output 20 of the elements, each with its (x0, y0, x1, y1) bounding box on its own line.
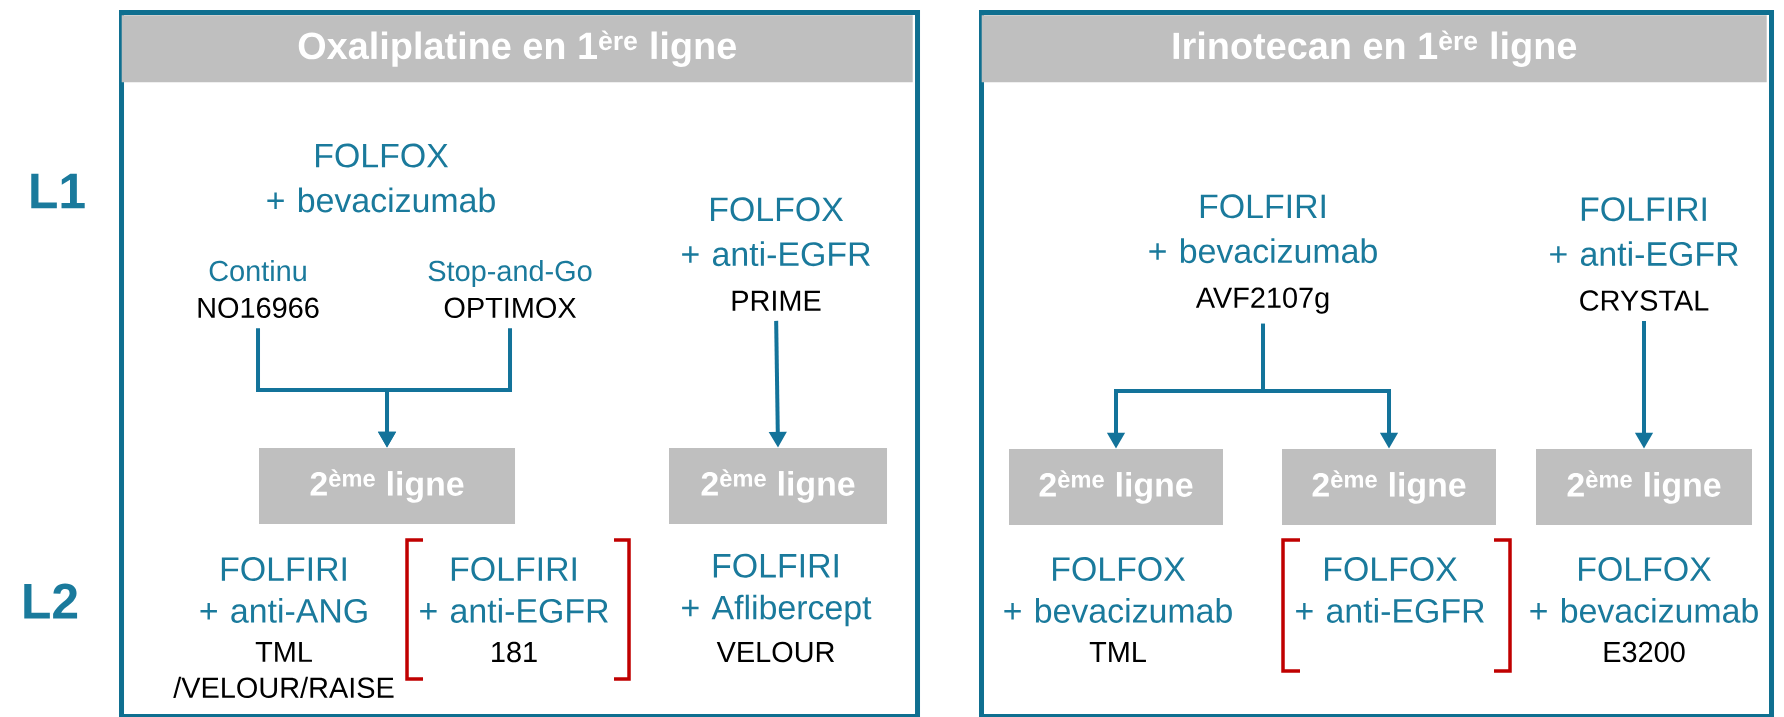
row-label: L1 (31, 173, 85, 209)
row-label: L2 (24, 583, 78, 619)
regimen-text: FOLFIRI + anti-ANG (200, 557, 367, 623)
regimen-text: FOLFOX + bevacizumab (1004, 557, 1232, 623)
trial-name: TML /VELOUR/RAISE (173, 642, 394, 698)
trial-name: 181 (492, 641, 537, 663)
trial-name: TML (1089, 642, 1146, 662)
trial-name: VELOUR (716, 641, 835, 663)
regimen-text: Stop-and-Go OPTIMOX (428, 259, 592, 319)
regimen-text: FOLFIRI + bevacizumab AVF2107g (1149, 194, 1377, 314)
header-band: Irinotecan en 1$^{ère}$ ligne (981, 15, 1767, 83)
regimen-text: FOLFIRI + anti-EGFR (420, 557, 608, 623)
regimen-text: Continu NO16966 (198, 259, 319, 319)
regimen-text: FOLFOX + bevacizumab (267, 143, 495, 213)
regimen-text: FOLFIRI + anti-EGFR CRYSTAL (1550, 197, 1738, 311)
regimen-text: FOLFOX + anti-EGFR (1296, 557, 1484, 623)
regimen-text: FOLFOX + anti-EGFR PRIME (682, 197, 870, 311)
trial-name: E3200 (1604, 641, 1685, 663)
header-band: Oxaliplatine en 1$^{ère}$ ligne (121, 15, 913, 83)
regimen-text: FOLFOX + bevacizumab (1530, 557, 1758, 623)
